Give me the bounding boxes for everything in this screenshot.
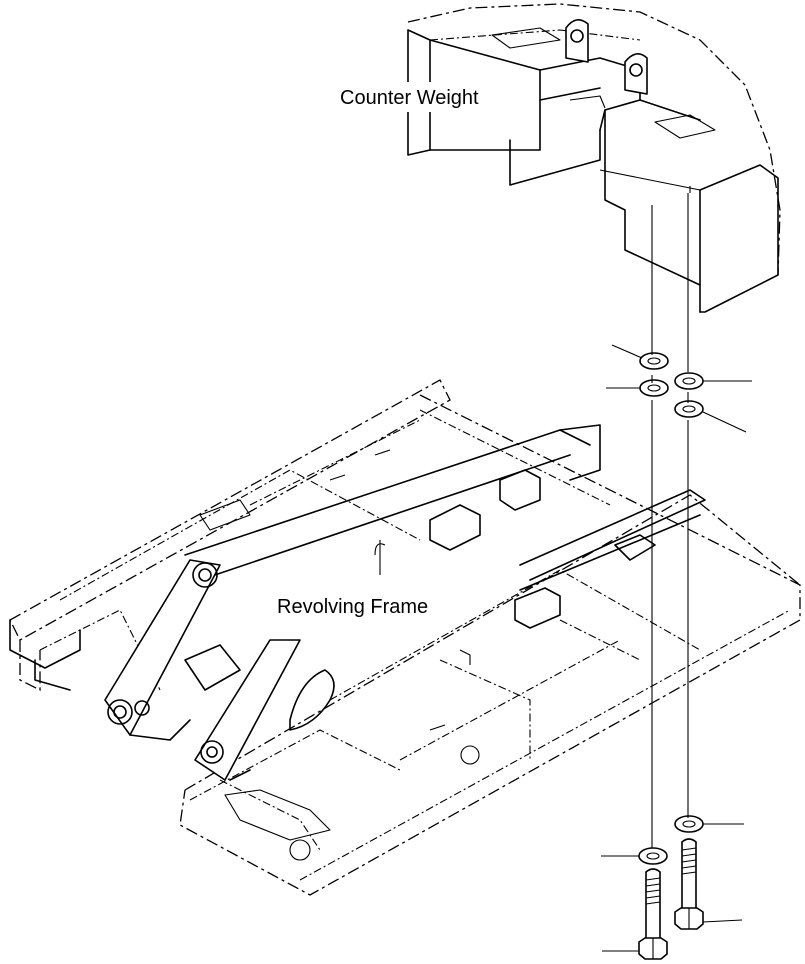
bolts: [638, 838, 704, 960]
washer-3: [674, 372, 704, 390]
washer-1: [639, 352, 669, 370]
washer-5: [674, 815, 704, 833]
boom-foot-bracket: [104, 559, 301, 781]
counter-weight-label: Counter Weight: [340, 87, 479, 109]
bolt-left: [638, 868, 668, 960]
revolving-frame-label: Revolving Frame: [277, 596, 428, 618]
counter-weight-label-bg: [336, 82, 508, 112]
bolt-right: [674, 838, 704, 930]
revolving-frame: [9, 379, 801, 896]
counter-weight: [407, 3, 781, 313]
washers: [638, 352, 704, 865]
washer-6: [638, 847, 668, 865]
bolt-axis-lines: [651, 193, 689, 848]
revolving-frame-label-bg: [272, 590, 462, 622]
lifting-eye-1: [565, 19, 589, 63]
leader-lines: [601, 344, 752, 952]
washer-2: [639, 379, 669, 397]
washer-4: [674, 400, 704, 418]
lifting-eye-2: [624, 53, 648, 95]
